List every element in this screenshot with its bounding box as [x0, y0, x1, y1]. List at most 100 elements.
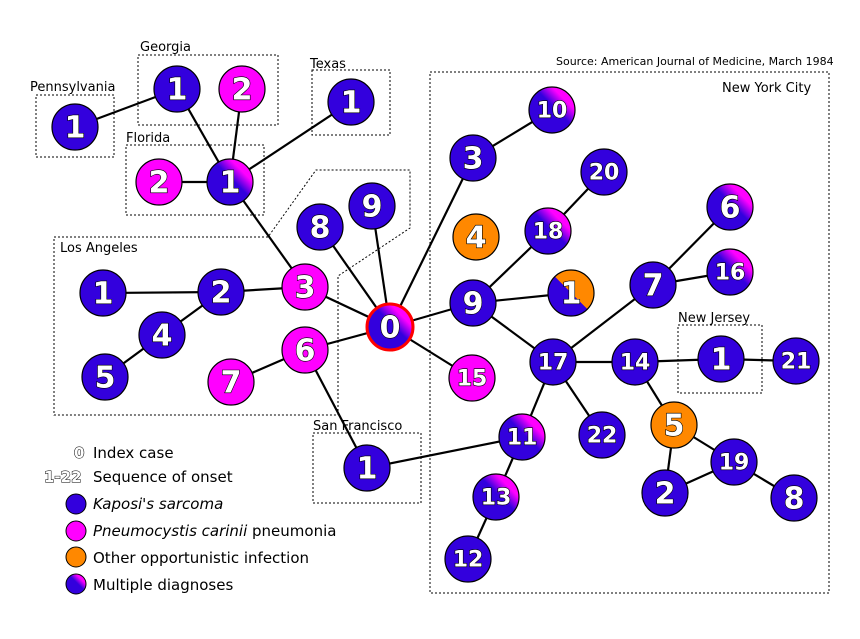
node-label-ny6: 6: [720, 191, 741, 226]
node-label-la9: 9: [362, 190, 383, 225]
node-ny11: 11: [498, 413, 546, 461]
node-la5: 5: [81, 353, 129, 401]
legend-pcp-label-rest: pneumonia: [247, 522, 336, 540]
node-ny16: 16: [706, 248, 754, 296]
node-label-la3: 3: [295, 271, 316, 306]
region-label-georgia: Georgia: [140, 40, 191, 55]
legend-sequence-label: Sequence of onset: [93, 468, 233, 486]
node-ny15: 15: [448, 354, 496, 402]
node-circle-la5: [81, 353, 129, 401]
source-citation: Source: American Journal of Medicine, Ma…: [556, 55, 834, 68]
node-label-ny10: 10: [537, 99, 568, 124]
node-circle-ny19: [710, 438, 758, 486]
node-label-sf1: 1: [357, 452, 378, 487]
node-la6: 6: [281, 326, 329, 374]
node-label-ny18: 18: [533, 220, 564, 245]
region-box-pennsylvania: [35, 94, 115, 158]
node-circle-ny21: [772, 337, 820, 385]
node-circle-la3: [281, 263, 329, 311]
node-label-pa1: 1: [65, 111, 86, 146]
legend-pcp-label: Pneumocystis carinii pneumonia: [93, 522, 336, 540]
node-circle-ny17: [529, 338, 577, 386]
node-label-la8: 8: [310, 211, 331, 246]
node-circle-la1: [79, 269, 127, 317]
node-ny18: 18: [524, 207, 572, 255]
node-pa1: 1: [51, 103, 99, 151]
node-la3: 3: [281, 263, 329, 311]
node-circle-la7: [207, 358, 255, 406]
node-ny10: 10: [528, 86, 576, 134]
legend-index-label: Index case: [93, 444, 174, 462]
node-circle-la4: [138, 311, 186, 359]
legend: 0 Index case 1-22 Sequence of onset Kapo…: [44, 444, 336, 595]
node-label-ny5: 5: [664, 409, 685, 444]
node-ny1: 1: [547, 269, 595, 317]
node-sf1: 1: [343, 444, 391, 492]
legend-multiple-label: Multiple diagnoses: [93, 576, 233, 594]
node-label-ny7: 7: [643, 269, 664, 304]
node-label-n0: 0: [380, 311, 401, 346]
node-label-ny22: 22: [587, 424, 618, 449]
node-circle-ny20: [580, 148, 628, 196]
node-label-ny19: 19: [719, 451, 750, 476]
node-label-ny12: 12: [453, 548, 484, 573]
region-box-florida: [125, 144, 265, 216]
node-la8: 8: [296, 203, 344, 251]
edge-sf1-ny11: [366, 435, 523, 470]
region-label-pennsylvania: Pennsylvania: [30, 80, 115, 95]
node-circle-ny12: [444, 535, 492, 583]
region-label-texas: Texas: [309, 57, 346, 72]
node-label-ny4: 4: [466, 221, 487, 256]
node-ny6: 6: [706, 183, 754, 231]
legend-kaposi-swatch: [65, 493, 87, 515]
legend-other-swatch: [65, 546, 87, 568]
node-circle-fl2: [135, 158, 183, 206]
node-circle-ny13: [472, 473, 520, 521]
node-ny8: 8: [770, 474, 818, 522]
node-label-ga1: 1: [167, 73, 188, 108]
node-ny17: 17: [529, 338, 577, 386]
node-label-la2: 2: [211, 276, 232, 311]
node-circle-ny22: [578, 411, 626, 459]
node-ny5: 5: [650, 401, 698, 449]
legend-multiple-swatch: [65, 573, 87, 595]
node-circle-ny8: [770, 474, 818, 522]
node-circle-ny3: [449, 134, 497, 182]
region-label-new-jersey: New Jersey: [678, 311, 750, 326]
node-fl1: 1: [206, 158, 254, 206]
node-circle-ny9: [449, 279, 497, 327]
node-circle-nj1: [697, 335, 745, 383]
node-ny9: 9: [449, 279, 497, 327]
region-label-new-york-city: New York City: [722, 81, 811, 96]
node-circle-ny15: [448, 354, 496, 402]
node-circle-n0: [365, 302, 415, 352]
region-label-los-angeles: Los Angeles: [60, 241, 138, 256]
node-label-ny15: 15: [457, 367, 488, 392]
node-circle-ny2: [641, 469, 689, 517]
region-label-san-francisco: San Francisco: [313, 419, 402, 434]
node-ny4: 4: [452, 213, 500, 261]
node-circle-ny1: [547, 269, 595, 317]
node-label-ny13: 13: [481, 486, 512, 511]
legend-other-label: Other opportunistic infection: [93, 549, 309, 567]
node-label-ny8: 8: [784, 482, 805, 517]
node-circle-ga1: [153, 65, 201, 113]
node-circle-ny18: [524, 207, 572, 255]
node-label-fl1: 1: [220, 166, 241, 201]
node-circle-sf1: [343, 444, 391, 492]
node-la7: 7: [207, 358, 255, 406]
node-la4: 4: [138, 311, 186, 359]
node-label-ny17: 17: [538, 351, 569, 376]
legend-kaposi-label: Kaposi's sarcoma: [93, 495, 223, 513]
node-label-ny3: 3: [463, 142, 484, 177]
node-circle-fl1: [206, 158, 254, 206]
region-box-georgia: [137, 54, 279, 126]
node-label-ny16: 16: [715, 261, 746, 286]
node-label-ny2: 2: [655, 477, 676, 512]
region-box-texas: [311, 69, 391, 136]
node-n0: 0: [365, 302, 415, 352]
node-label-nj1: 1: [711, 343, 732, 378]
legend-pcp-swatch: [65, 520, 87, 542]
